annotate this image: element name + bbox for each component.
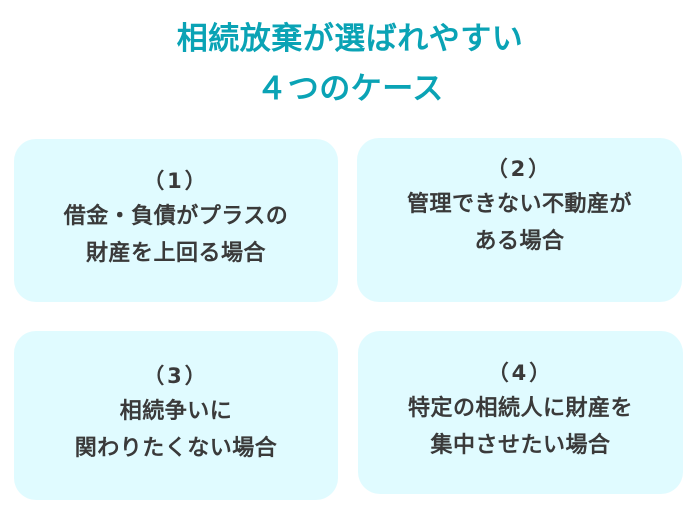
title-line-2: ４つのケース xyxy=(256,71,444,107)
case-card-3: （3） 相続争いに 関わりたくない場合 xyxy=(14,331,338,500)
page-title: 相続放棄が選ばれやすい ４つのケース xyxy=(0,14,700,114)
case-number: （3） xyxy=(143,363,209,388)
case-number: （1） xyxy=(143,168,209,193)
case-text-line-1: 特定の相続人に財産を xyxy=(407,395,633,421)
case-card-4: （4） 特定の相続人に財産を 集中させたい場合 xyxy=(358,331,683,494)
case-number: （2） xyxy=(486,157,553,181)
case-text-line-1: 相続争いに xyxy=(119,398,233,424)
case-text-line-1: 管理できない不動産が xyxy=(406,192,632,217)
case-text-line-2: 関わりたくない場合 xyxy=(74,435,278,461)
case-card-2: （2） 管理できない不動産が ある場合 xyxy=(357,138,682,302)
case-number: （4） xyxy=(487,360,554,385)
case-text-line-2: 財産を上回る場合 xyxy=(85,240,266,266)
case-text-line-2: ある場合 xyxy=(474,229,565,254)
case-text-line-2: 集中させたい場合 xyxy=(430,432,611,458)
case-text-line-1: 借金・負債がプラスの xyxy=(63,203,289,229)
case-card-1: （1） 借金・負債がプラスの 財産を上回る場合 xyxy=(14,139,338,302)
title-line-1: 相続放棄が選ばれやすい xyxy=(176,21,524,57)
